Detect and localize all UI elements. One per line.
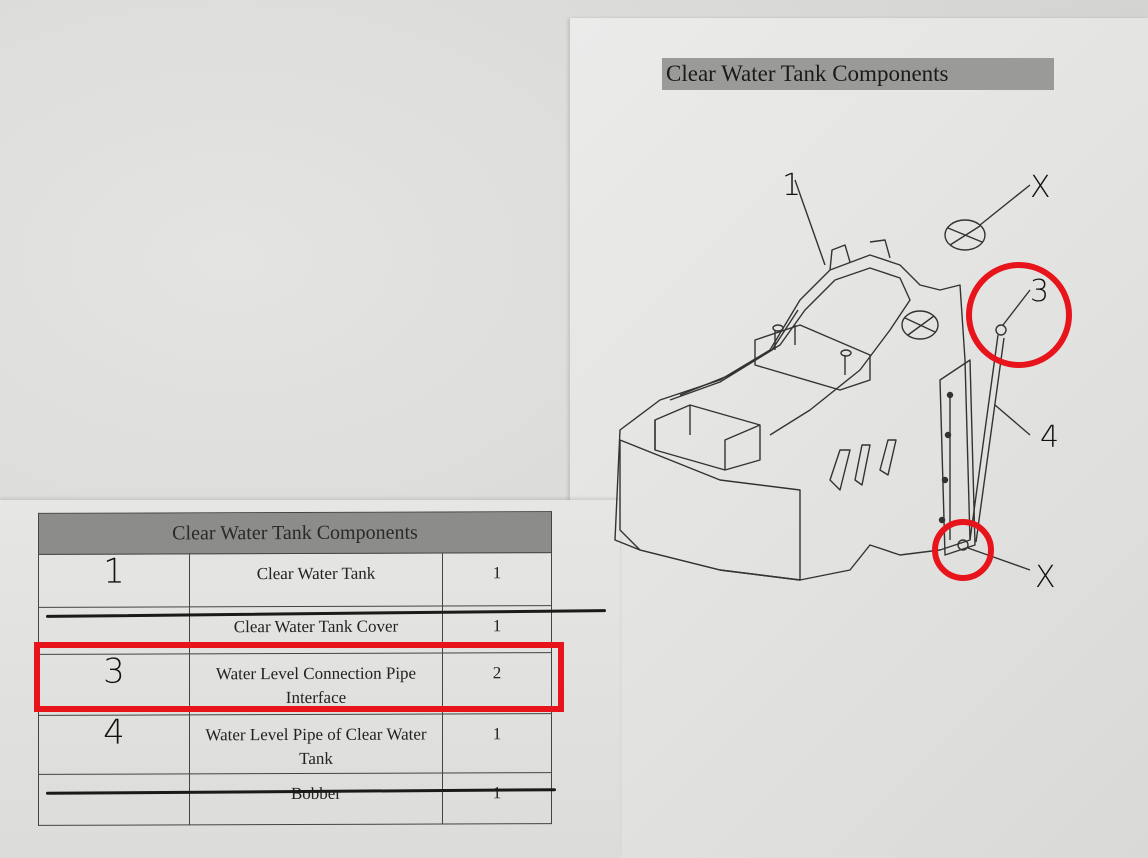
callout-1: 1 — [782, 168, 802, 203]
tank-line-drawing — [614, 179, 1072, 581]
pipe-connector-top — [995, 324, 1007, 336]
part-qty: 1 — [442, 552, 552, 606]
part-name: Water Level Pipe of Clear Water Tank — [189, 713, 443, 774]
water-level-pipe — [969, 334, 1005, 543]
part-qty: 1 — [442, 772, 552, 824]
part-qty: 1 — [442, 713, 552, 773]
tank-inner-rim — [679, 267, 911, 436]
callout-3: 3 — [1030, 274, 1050, 309]
part-name: Clear Water Tank — [189, 552, 443, 607]
tank-front-face — [619, 439, 801, 581]
pipe-connector-bottom — [957, 539, 969, 551]
highlight-circle-top — [966, 262, 1072, 368]
callout-x-top: X — [1030, 170, 1051, 205]
table-row: 4 Water Level Pipe of Clear Water Tank 1 — [38, 713, 552, 775]
handwritten-number: 4 — [38, 713, 190, 775]
handwritten-number: 1 — [38, 552, 190, 608]
table-sheet — [0, 500, 620, 858]
tank-vents — [829, 439, 897, 491]
callout-4: 4 — [1040, 420, 1060, 455]
table-row: Bobber 1 — [38, 772, 552, 826]
highlight-circle-bottom — [932, 519, 994, 581]
table-header: Clear Water Tank Components — [38, 511, 552, 555]
callout-x-bottom: X — [1035, 560, 1056, 595]
part-name: Bobber — [189, 772, 443, 825]
inner-cap — [901, 310, 939, 340]
diagram-title: Clear Water Tank Components — [662, 58, 1054, 90]
handwritten-number — [38, 773, 190, 826]
top-cap — [944, 219, 986, 251]
tank-side-panel — [939, 359, 976, 556]
table-row: 1 Clear Water Tank 1 — [38, 552, 552, 608]
tank-body-outline — [614, 254, 971, 581]
highlight-box-row-3 — [34, 642, 564, 712]
tank-tray — [754, 324, 871, 391]
diagram-sheet — [570, 18, 1148, 858]
